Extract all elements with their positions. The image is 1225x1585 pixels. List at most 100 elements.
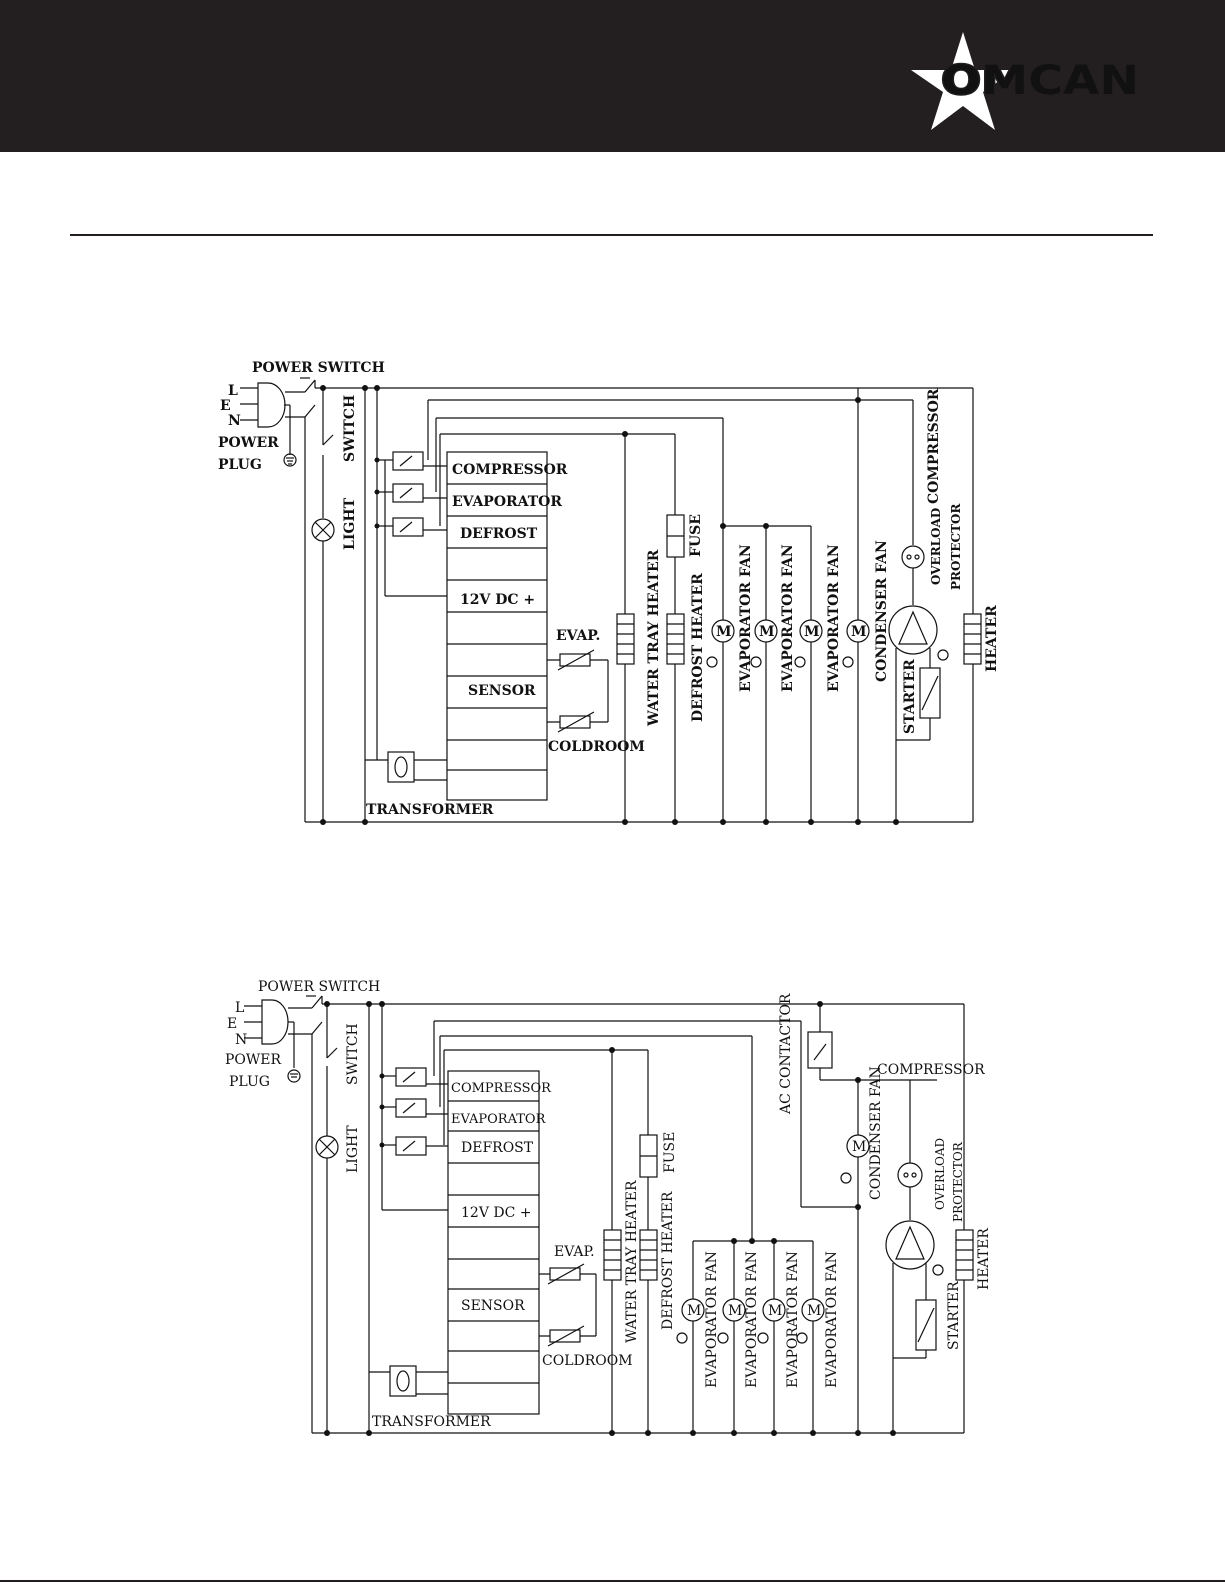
label-power-switch: POWER SWITCH	[252, 360, 385, 376]
label-n: N	[235, 1032, 247, 1048]
label-condenser-fan: CONDENSER FAN	[868, 1066, 884, 1200]
starter	[893, 1290, 937, 1359]
svg-text:M: M	[804, 624, 820, 640]
ground-icon	[676, 1172, 944, 1344]
label-defrost-terminal: DEFROST	[461, 1140, 534, 1156]
label-evaporator-fan: EVAPORATOR FAN	[744, 1251, 760, 1388]
overload-protector	[897, 1162, 923, 1188]
label-l: L	[235, 1000, 244, 1016]
defrost-heater	[639, 1229, 658, 1281]
label-heater: HEATER	[976, 1228, 992, 1290]
label-heater: HEATER	[984, 605, 1000, 672]
label-power-switch: POWER SWITCH	[258, 979, 380, 995]
label-power: POWER	[218, 435, 279, 451]
label-coldroom: COLDROOM	[548, 739, 645, 755]
label-plug: PLUG	[218, 457, 262, 473]
label-e: E	[220, 398, 231, 414]
evaporator-fan-motor: M M M M	[681, 1298, 825, 1322]
label-transformer: TRANSFORMER	[372, 1414, 491, 1430]
ground-icon	[287, 1069, 301, 1083]
label-compressor-terminal: COMPRESSOR	[452, 462, 568, 478]
label-defrost-terminal: DEFROST	[460, 526, 538, 542]
svg-text:M: M	[852, 1139, 866, 1155]
label-defrost-heater: DEFROST HEATER	[660, 1191, 676, 1330]
sensors	[539, 1263, 597, 1347]
label-starter: STARTER	[902, 659, 918, 734]
label-overload: OVERLOAD	[929, 508, 943, 585]
label-water-tray-heater: WATER TRAY HEATER	[624, 1180, 640, 1343]
label-fuse: FUSE	[688, 514, 704, 557]
label-dc: 12V DC +	[461, 1205, 532, 1221]
compressor-motor	[885, 1220, 935, 1270]
sensors	[547, 649, 609, 733]
label-e: E	[227, 1016, 237, 1032]
label-evaporator-fan: EVAPORATOR FAN	[785, 1251, 801, 1388]
page-header: OMCAN	[0, 0, 1225, 152]
logo-star-icon	[911, 32, 1015, 130]
label-light: LIGHT	[345, 1125, 361, 1173]
transformer	[364, 388, 447, 822]
label-evaporator-fan: EVAPORATOR FAN	[826, 544, 842, 692]
label-evaporator-fan: EVAPORATOR FAN	[738, 544, 754, 692]
controller-block	[446, 451, 548, 801]
svg-text:M: M	[759, 624, 775, 640]
label-compressor: COMPRESSOR	[877, 1062, 985, 1078]
label-overload: OVERLOAD	[933, 1138, 947, 1210]
label-sensor: SENSOR	[468, 683, 536, 699]
label-sensor: SENSOR	[461, 1298, 525, 1314]
power-plug	[240, 382, 305, 455]
power-switch-contacts	[306, 995, 323, 1433]
power-plug	[244, 999, 312, 1068]
crankcase-heater	[955, 1229, 974, 1281]
label-switch: SWITCH	[342, 395, 358, 462]
label-evap: EVAP.	[554, 1244, 595, 1260]
label-light: LIGHT	[342, 497, 358, 550]
label-plug: PLUG	[229, 1074, 270, 1090]
label-evaporator-fan: EVAPORATOR FAN	[704, 1251, 720, 1388]
label-evaporator-terminal: EVAPORATOR	[452, 494, 562, 510]
label-evaporator-terminal: EVAPORATOR	[451, 1112, 547, 1127]
evaporator-fan-motor: M M M	[711, 619, 823, 643]
svg-text:M: M	[851, 624, 867, 640]
label-n: N	[228, 413, 241, 429]
svg-text:M: M	[768, 1303, 782, 1319]
omcan-logo: OMCAN	[911, 32, 1140, 130]
label-starter: STARTER	[946, 1281, 962, 1350]
ac-contactor	[807, 1031, 833, 1069]
label-evaporator-fan: EVAPORATOR FAN	[780, 544, 796, 692]
label-condenser-fan: CONDENSER FAN	[874, 540, 890, 682]
label-defrost-heater: DEFROST HEATER	[690, 573, 706, 722]
label-dc: 12V DC +	[460, 592, 535, 608]
label-protector: PROTECTOR	[951, 1141, 965, 1222]
light-icon	[315, 1135, 339, 1159]
label-transformer: TRANSFORMER	[366, 802, 494, 818]
relays	[379, 1004, 801, 1211]
label-compressor: COMPRESSOR	[926, 388, 942, 504]
water-tray-heater	[616, 613, 635, 665]
label-evap: EVAP.	[556, 628, 600, 644]
svg-text:M: M	[687, 1303, 701, 1319]
logo-text: OMCAN	[941, 58, 1139, 104]
condenser-fan-motor	[846, 619, 870, 643]
label-protector: PROTECTOR	[949, 503, 963, 590]
label-power: POWER	[225, 1052, 282, 1068]
water-tray-heater	[603, 1229, 622, 1281]
power-switch-contacts	[300, 377, 316, 822]
junction-dots	[320, 385, 899, 825]
svg-text:M: M	[716, 624, 732, 640]
overload-protector	[901, 545, 925, 569]
ground-icon	[283, 453, 297, 467]
compressor-motor	[888, 605, 938, 655]
label-l: L	[228, 383, 238, 399]
label-switch: SWITCH	[345, 1023, 361, 1085]
starter	[896, 655, 941, 741]
label-fuse: FUSE	[662, 1132, 678, 1173]
controller-block	[447, 1070, 540, 1415]
svg-text:M: M	[728, 1303, 742, 1319]
label-coldroom: COLDROOM	[542, 1353, 633, 1369]
light-icon	[311, 518, 335, 542]
svg-text:M: M	[807, 1303, 821, 1319]
label-compressor-terminal: COMPRESSOR	[451, 1081, 552, 1096]
